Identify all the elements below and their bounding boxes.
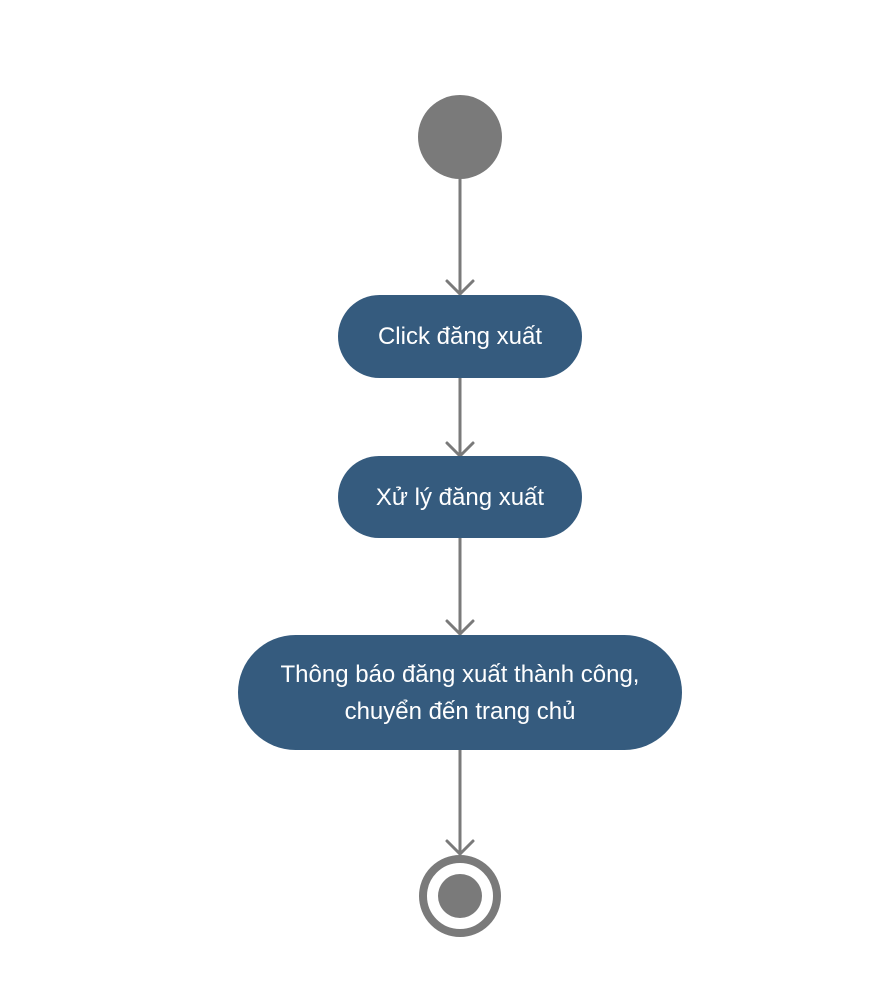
action-click-logout: Click đăng xuất [338,295,582,378]
connector-notify-to-end [445,748,475,856]
connector-click-to-process [445,376,475,458]
action-notify-redirect: Thông báo đăng xuất thành công, chuyển đ… [238,635,682,750]
connector-start-to-click [445,177,475,296]
end-node-ring [419,855,501,937]
action-process-logout: Xử lý đăng xuất [338,456,582,538]
action-click-logout-label: Click đăng xuất [377,323,543,350]
end-node [419,855,501,937]
action-process-logout-label: Xử lý đăng xuất [375,483,545,511]
connector-process-to-notify [445,536,475,636]
action-notify-redirect-label: Thông báo đăng xuất thành công, chuyển đ… [280,660,640,725]
start-node [418,95,502,179]
end-node-core [438,874,482,918]
